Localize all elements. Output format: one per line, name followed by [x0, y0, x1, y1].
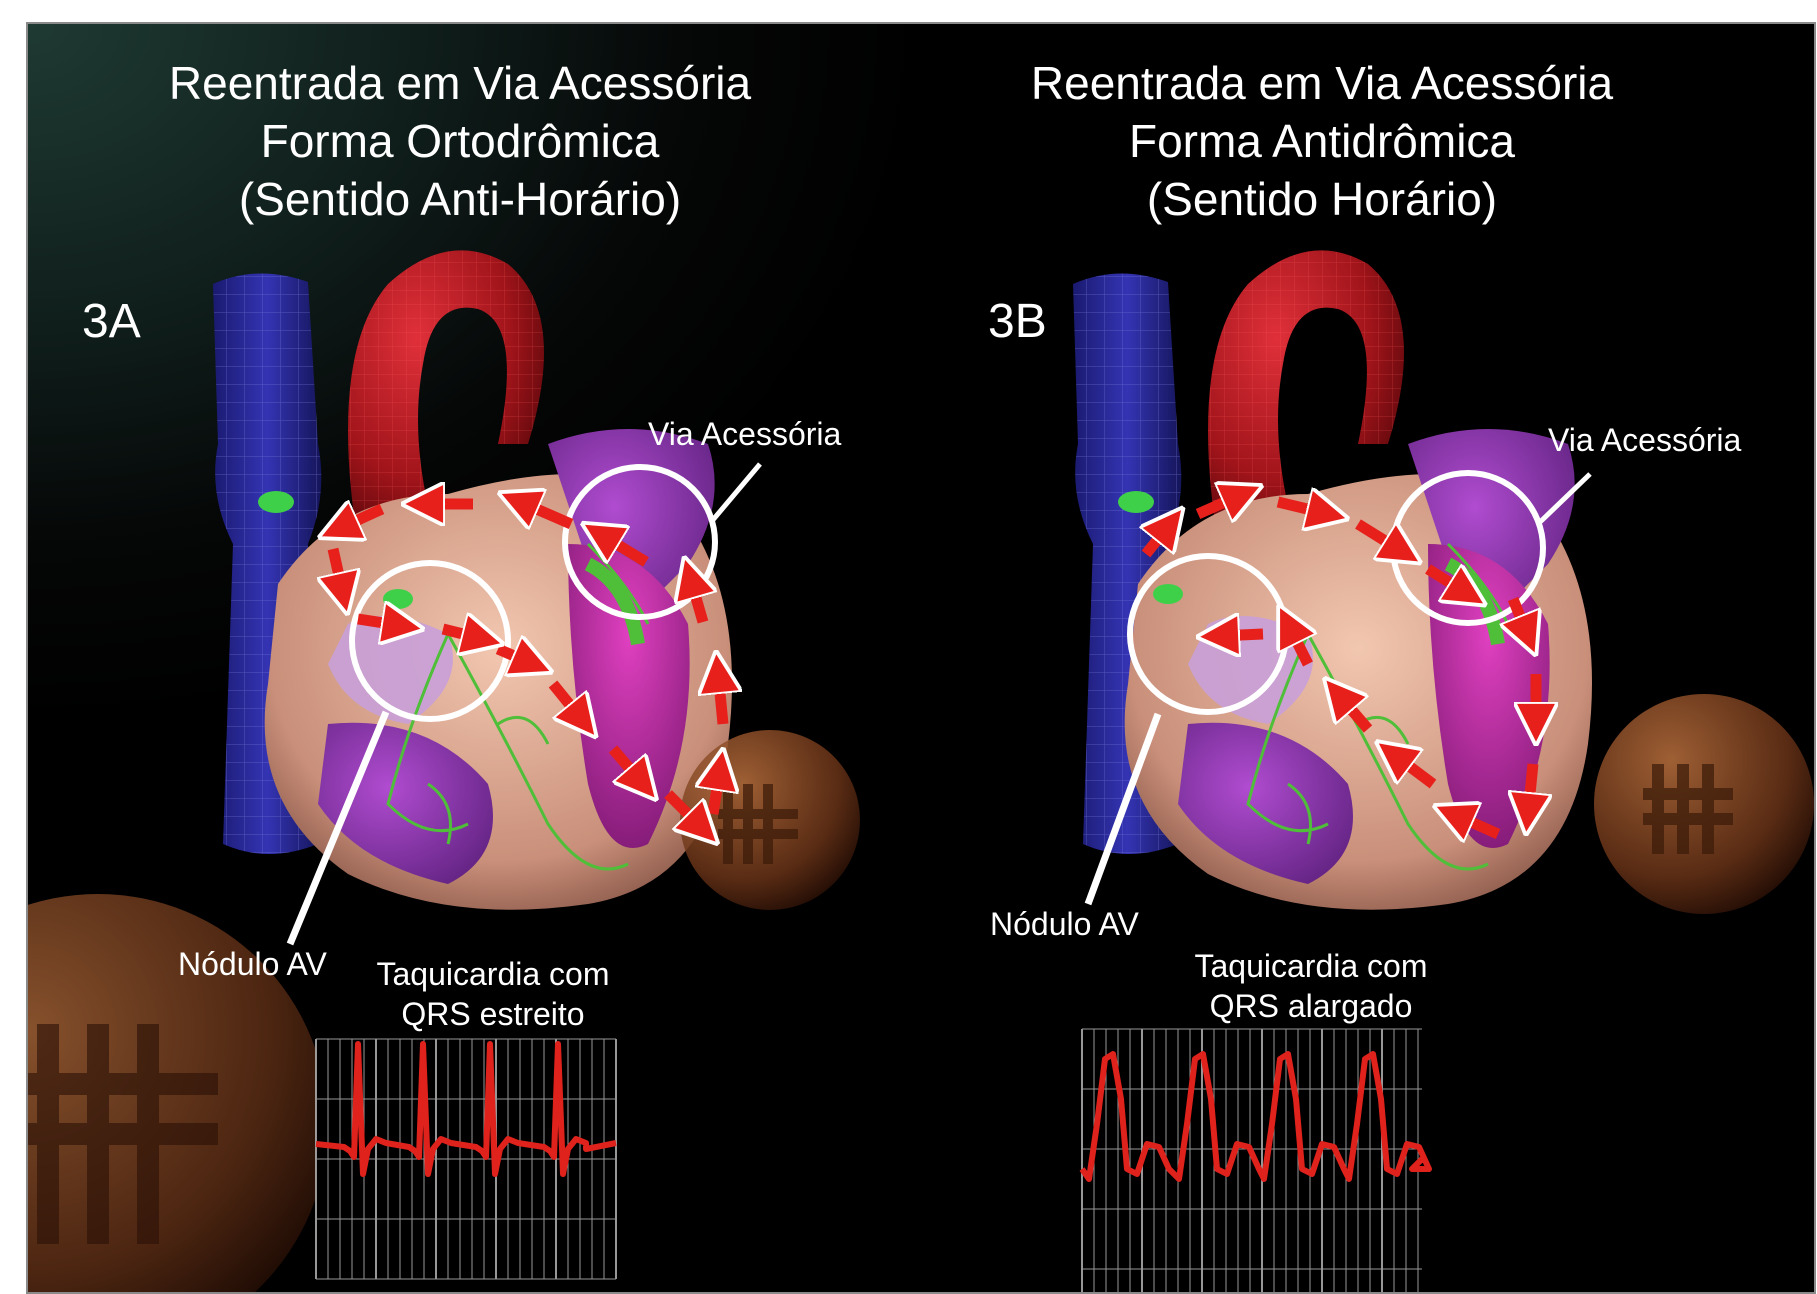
sa-node-3a	[258, 491, 294, 513]
ecg-caption-3b: Taquicardia com QRS alargado	[1184, 946, 1438, 1026]
heart-illustration-3b	[1073, 250, 1814, 914]
av-node-3b	[1153, 584, 1183, 604]
ecg-strip-3a	[316, 1039, 616, 1279]
ecg-caption-3a-line-1: Taquicardia com	[366, 954, 620, 994]
figure-frame: Reentrada em Via Acessória Forma Ortodrô…	[26, 22, 1816, 1294]
accessory-label-3b: Via Acessória	[1548, 420, 1741, 460]
heart-illustration-3a	[213, 250, 860, 944]
reentry-arrow	[1218, 634, 1263, 636]
reentry-arrow	[718, 672, 723, 724]
av-node-3a	[383, 589, 413, 609]
ecg-caption-3a-line-2: QRS estreito	[366, 994, 620, 1034]
ecg-strip-3b	[1082, 1029, 1429, 1294]
ecg-caption-3b-line-2: QRS alargado	[1184, 986, 1438, 1026]
av-node-label-3b: Nódulo AV	[990, 904, 1139, 944]
sa-node-3b	[1118, 491, 1154, 513]
accessory-label-3a: Via Acessória	[648, 414, 841, 454]
reentry-arrow	[358, 619, 403, 626]
reentry-arrow	[713, 769, 720, 814]
ecg-caption-3b-line-1: Taquicardia com	[1184, 946, 1438, 986]
av-node-label-3a: Nódulo AV	[178, 944, 327, 984]
ecg-caption-3a: Taquicardia com QRS estreito	[366, 954, 620, 1034]
reentry-arrow	[1528, 764, 1533, 814]
accessory-pointer-3a	[712, 464, 760, 521]
diagram-canvas	[28, 24, 1816, 1294]
